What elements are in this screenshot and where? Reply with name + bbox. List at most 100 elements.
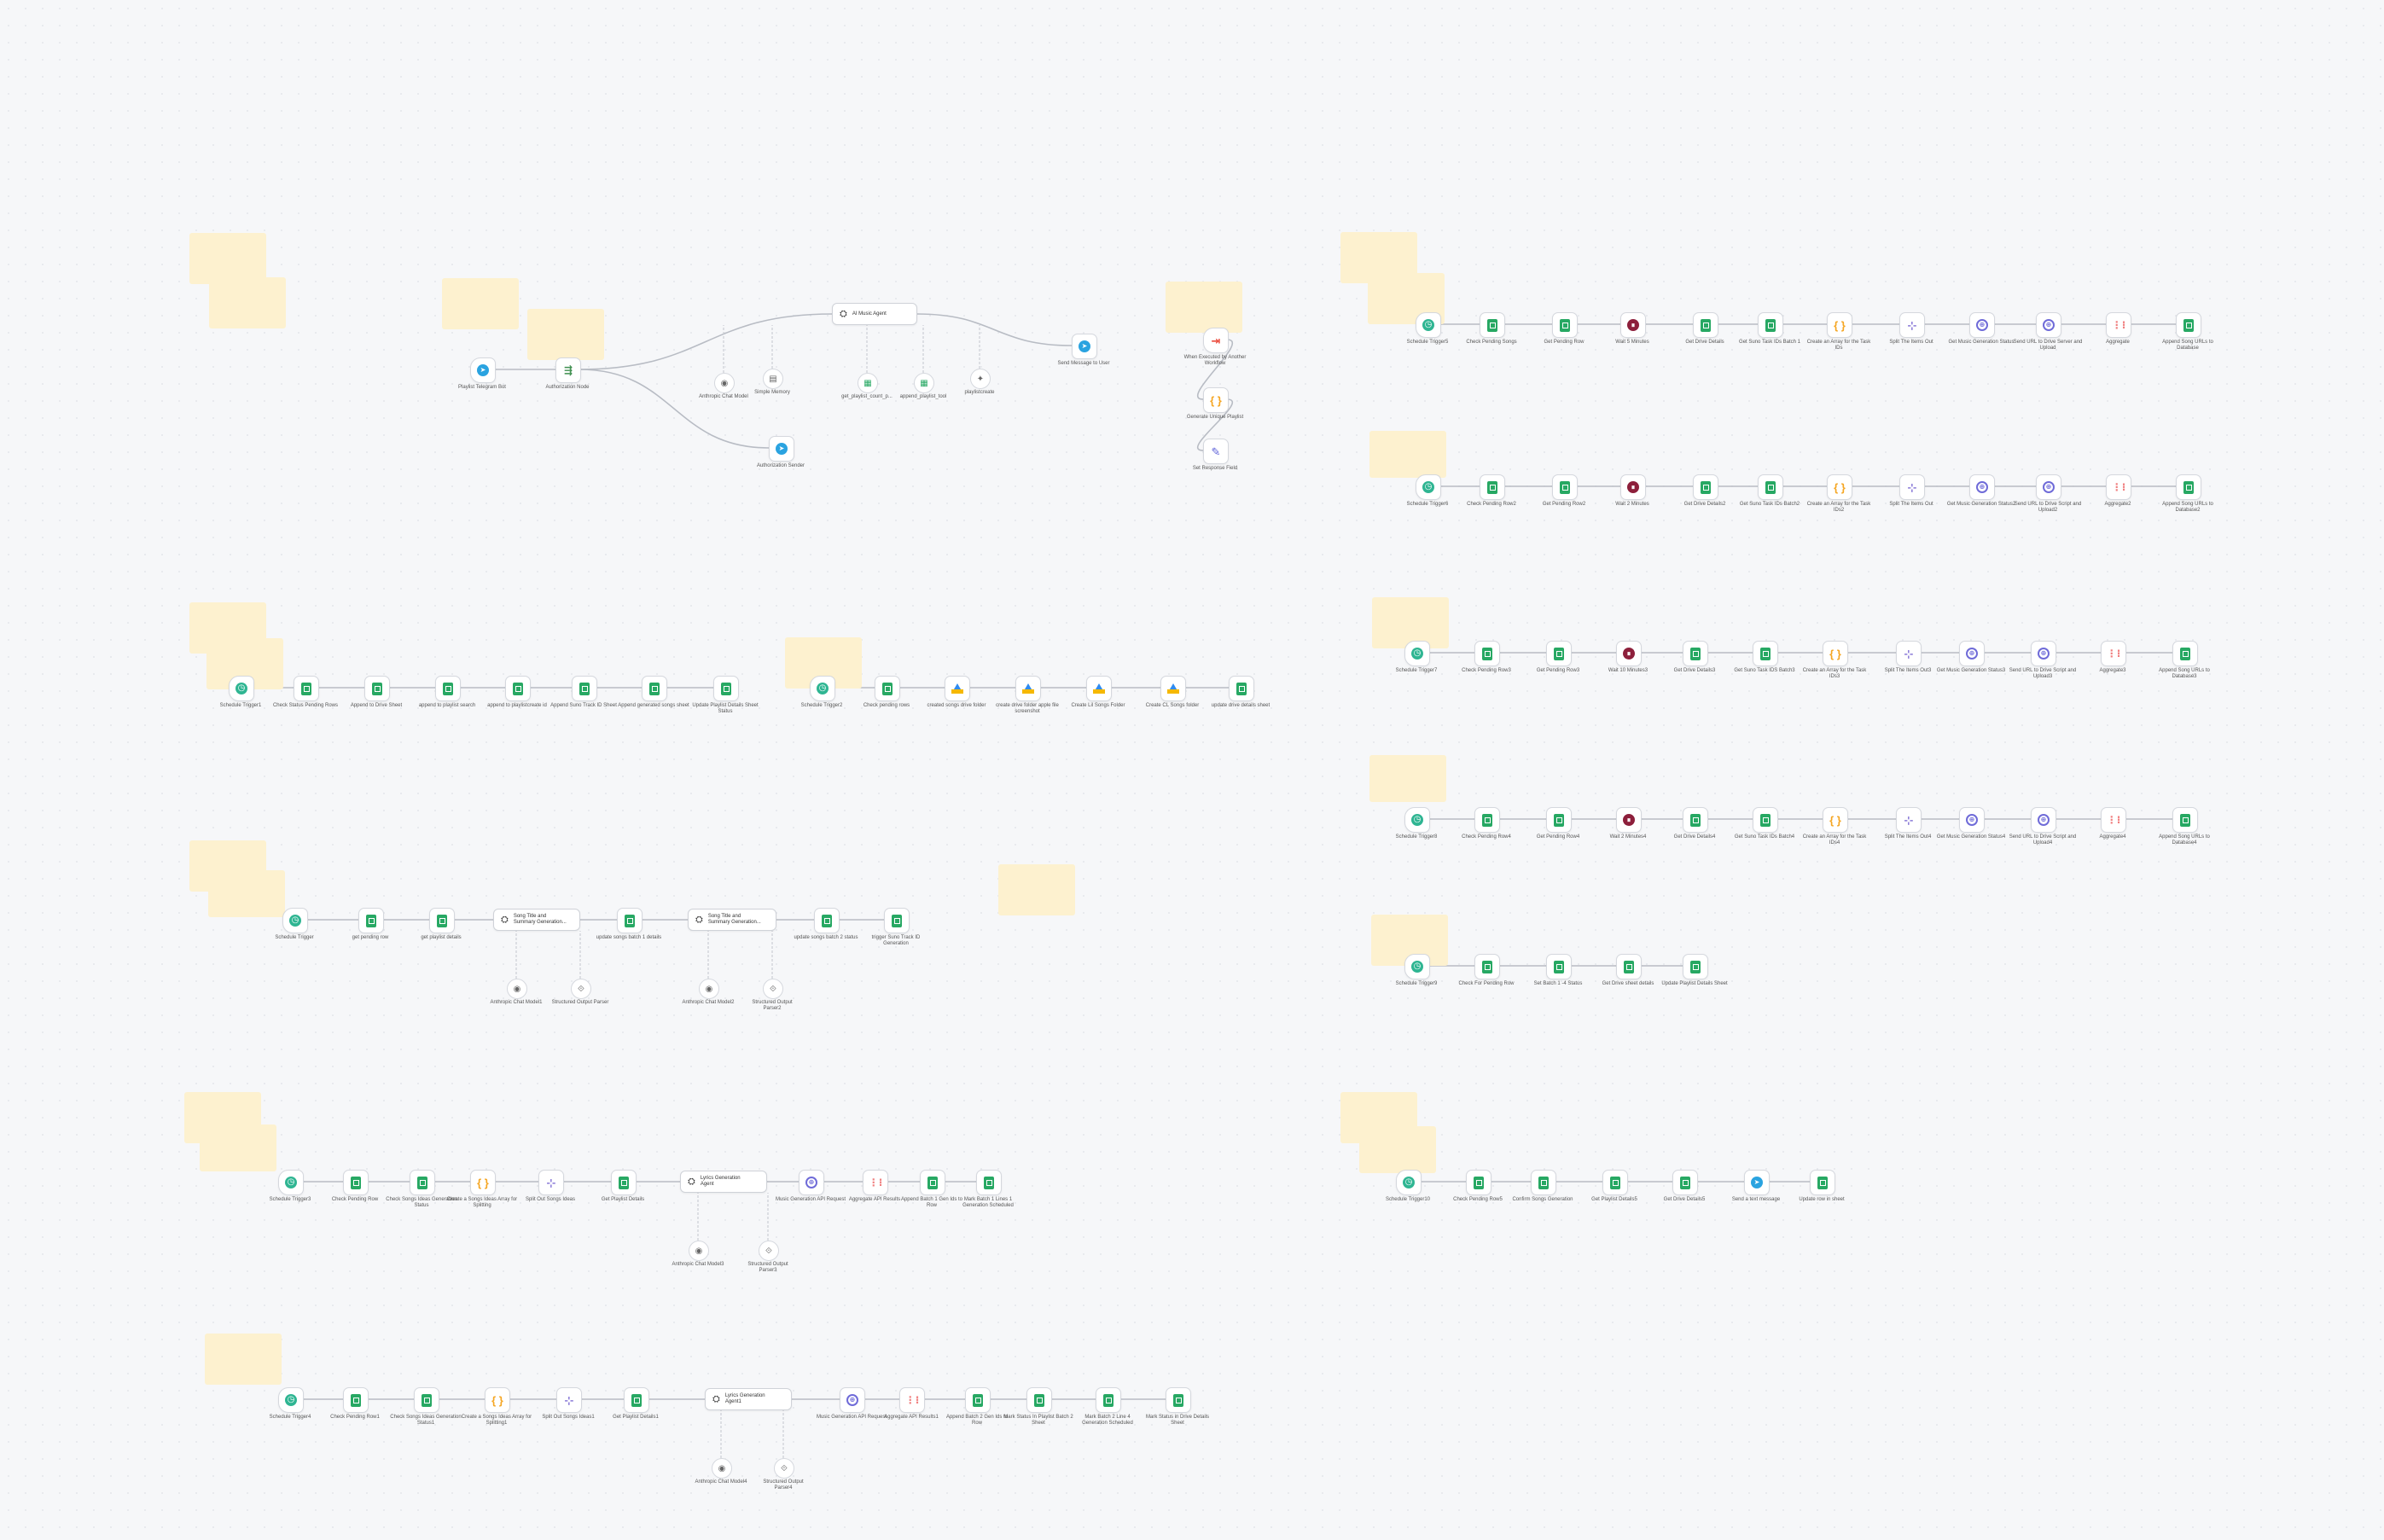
workflow-node[interactable] — [1015, 676, 1041, 701]
workflow-node[interactable] — [343, 1170, 369, 1195]
workflow-node[interactable]: { } — [1203, 387, 1229, 413]
sticky-note[interactable] — [208, 870, 285, 917]
workflow-node[interactable] — [1683, 641, 1708, 666]
workflow-node[interactable]: ⏸ — [1620, 312, 1646, 338]
google-sheets-icon[interactable]: ▦ — [914, 373, 934, 393]
workflow-node[interactable]: ◷ — [1404, 641, 1430, 666]
workflow-node[interactable] — [1758, 474, 1783, 500]
workflow-node[interactable]: ➤ — [1072, 334, 1097, 359]
workflow-node[interactable] — [505, 676, 531, 701]
workflow-node[interactable]: ⋮⁝ — [899, 1387, 925, 1413]
workflow-node[interactable] — [1552, 474, 1578, 500]
ai-agent-node[interactable]: ⛭AI Music Agent — [832, 303, 917, 325]
workflow-node[interactable] — [1086, 676, 1112, 701]
workflow-node[interactable] — [410, 1170, 435, 1195]
workflow-node[interactable] — [1810, 1170, 1835, 1195]
workflow-node[interactable]: { } — [1823, 641, 1848, 666]
workflow-node[interactable] — [1026, 1387, 1052, 1413]
workflow-node[interactable]: ➤ — [470, 357, 496, 383]
workflow-node[interactable] — [1616, 954, 1642, 979]
workflow-node[interactable] — [294, 676, 319, 701]
workflow-node[interactable]: ◷ — [278, 1387, 304, 1413]
workflow-node[interactable] — [920, 1170, 945, 1195]
workflow-node[interactable]: ➤ — [769, 436, 794, 462]
sticky-note[interactable] — [205, 1334, 282, 1385]
workflow-node[interactable]: ⏸ — [1616, 641, 1642, 666]
workflow-node[interactable] — [364, 676, 390, 701]
workflow-node[interactable] — [1753, 641, 1778, 666]
workflow-node[interactable] — [1096, 1387, 1121, 1413]
workflow-node[interactable] — [814, 908, 840, 933]
workflow-node[interactable]: ◷ — [282, 908, 308, 933]
sticky-note[interactable] — [1369, 431, 1446, 478]
workflow-node[interactable]: ⊕ — [1969, 312, 1995, 338]
workflow-node[interactable]: ◷ — [1396, 1170, 1422, 1195]
workflow-node[interactable] — [1474, 954, 1500, 979]
workflow-node[interactable]: ⊕ — [2036, 312, 2061, 338]
workflow-node[interactable]: ◷ — [1404, 954, 1430, 979]
sticky-note[interactable] — [442, 278, 519, 329]
workflow-node[interactable]: ⇶ — [555, 357, 581, 383]
workflow-node[interactable] — [1693, 474, 1718, 500]
workflow-node[interactable] — [875, 676, 900, 701]
workflow-node[interactable] — [1166, 1387, 1191, 1413]
workflow-node[interactable] — [358, 908, 384, 933]
workflow-node[interactable]: ⊕ — [2031, 641, 2056, 666]
parser-icon[interactable]: ⟐ — [759, 1241, 779, 1261]
sticky-note[interactable] — [1372, 597, 1449, 648]
workflow-node[interactable] — [945, 676, 970, 701]
workflow-node[interactable] — [429, 908, 455, 933]
workflow-node[interactable] — [617, 908, 643, 933]
workflow-node[interactable] — [1552, 312, 1578, 338]
workflow-node[interactable]: { } — [485, 1387, 510, 1413]
workflow-node[interactable] — [1602, 1170, 1628, 1195]
sticky-note[interactable] — [527, 309, 604, 360]
workflow-node[interactable] — [976, 1170, 1002, 1195]
workflow-node[interactable] — [1480, 312, 1505, 338]
chat-model-icon[interactable]: ◉ — [689, 1241, 709, 1261]
workflow-node[interactable] — [414, 1387, 439, 1413]
workflow-node[interactable]: { } — [1827, 312, 1852, 338]
workflow-node[interactable]: ⊕ — [2036, 474, 2061, 500]
workflow-node[interactable]: ⊹ — [538, 1170, 564, 1195]
workflow-node[interactable]: ⋮⁝ — [2106, 312, 2131, 338]
chat-model-icon[interactable]: ◉ — [714, 373, 735, 393]
workflow-node[interactable]: ⊹ — [1899, 312, 1925, 338]
workflow-node[interactable]: ⏸ — [1616, 807, 1642, 833]
workflow-node[interactable]: ⊕ — [840, 1387, 865, 1413]
workflow-node[interactable] — [2172, 807, 2198, 833]
workflow-node[interactable]: ⊹ — [1896, 807, 1922, 833]
workflow-node[interactable] — [713, 676, 739, 701]
workflow-node[interactable] — [1466, 1170, 1491, 1195]
workflow-node[interactable] — [572, 676, 597, 701]
workflow-node[interactable] — [1474, 641, 1500, 666]
workflow-node[interactable]: ⊕ — [799, 1170, 824, 1195]
workflow-node[interactable]: ⊹ — [556, 1387, 582, 1413]
workflow-node[interactable] — [1683, 807, 1708, 833]
workflow-node[interactable] — [624, 1387, 649, 1413]
workflow-node[interactable] — [1546, 954, 1572, 979]
workflow-node[interactable]: ⊕ — [1959, 641, 1985, 666]
sticky-note[interactable] — [1359, 1126, 1436, 1173]
workflow-node[interactable]: ◷ — [278, 1170, 304, 1195]
parser-icon[interactable]: ⟐ — [774, 1458, 794, 1479]
workflow-node[interactable]: { } — [1827, 474, 1852, 500]
chat-model-icon[interactable]: ◉ — [507, 979, 527, 999]
sticky-note[interactable] — [998, 864, 1075, 915]
workflow-node[interactable] — [965, 1387, 991, 1413]
workflow-node[interactable]: ◷ — [229, 676, 254, 701]
workflow-node[interactable] — [642, 676, 667, 701]
workflow-node[interactable]: ⋮⁝ — [2101, 807, 2126, 833]
google-sheets-icon[interactable]: ▦ — [858, 373, 878, 393]
chat-model-icon[interactable]: ◉ — [699, 979, 719, 999]
sticky-note[interactable] — [189, 233, 266, 284]
workflow-node[interactable]: ◷ — [1416, 474, 1441, 500]
workflow-node[interactable] — [343, 1387, 369, 1413]
workflow-node[interactable]: { } — [1823, 807, 1848, 833]
workflow-node[interactable] — [1753, 807, 1778, 833]
workflow-node[interactable] — [435, 676, 461, 701]
